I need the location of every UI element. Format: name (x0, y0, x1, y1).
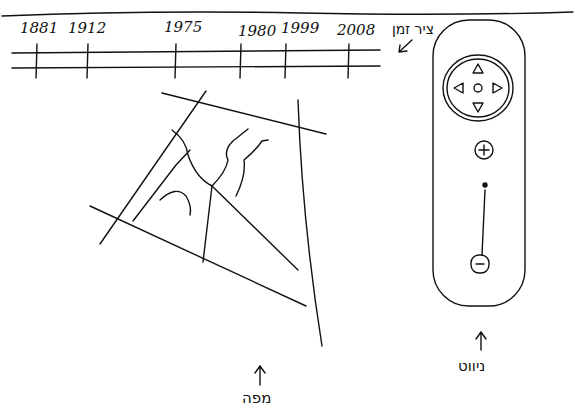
dpad-ring (443, 55, 513, 121)
map-road (298, 100, 322, 346)
minus-sign (476, 263, 484, 264)
pointer-arrow (255, 366, 265, 385)
slider-dot (483, 183, 487, 187)
map-road (90, 206, 306, 306)
plus-button (475, 141, 493, 159)
timeline-line (12, 50, 380, 53)
plus-sign (479, 145, 489, 155)
year-label: 2008 (337, 22, 375, 39)
year-label: 1881 (20, 20, 58, 37)
map-road (100, 91, 206, 244)
map-road (172, 130, 212, 262)
dpad-arrows (454, 64, 502, 112)
top-rule (2, 12, 573, 16)
pointer-arrow (476, 332, 486, 350)
dpad-ring (447, 59, 509, 117)
map-road (236, 140, 268, 196)
year-label: 1999 (281, 20, 319, 37)
minus-button (471, 255, 489, 273)
year-label: 1912 (68, 20, 106, 37)
hebrew-label: מפה (242, 390, 271, 407)
timeline-ticks (36, 44, 349, 78)
hebrew-label: ציר זמן (392, 22, 434, 37)
pointer-arrow (399, 40, 412, 52)
dpad-center (474, 84, 482, 92)
slider-line (482, 190, 485, 255)
map-road (162, 93, 326, 134)
year-label: 1980 (238, 23, 276, 40)
remote-body (433, 20, 525, 306)
map-road (160, 191, 191, 215)
map-road (212, 129, 298, 270)
year-label: 1975 (164, 19, 202, 36)
timeline-line (12, 66, 380, 68)
map-road (133, 150, 190, 221)
hebrew-label: ניווט (458, 358, 485, 375)
